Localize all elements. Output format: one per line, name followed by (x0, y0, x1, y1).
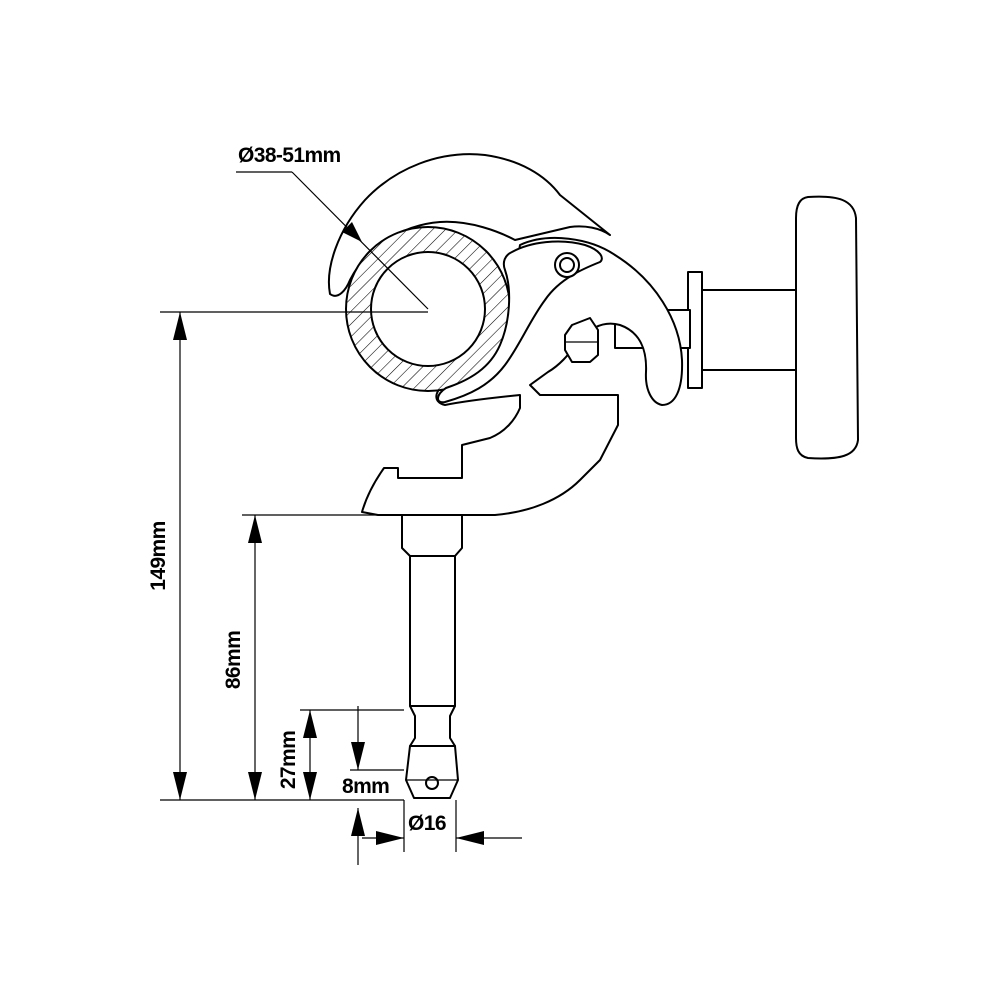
lower-spigot-dimension: 27mm (277, 710, 317, 800)
spigot-length-label: 86mm (222, 631, 245, 689)
pivot-bolt (554, 252, 580, 278)
knob-washer (687, 271, 703, 389)
knob-stem (699, 289, 801, 371)
spigot-length-dimension: 86mm (222, 515, 262, 800)
clamp-illustration (328, 153, 859, 799)
clamp-body (361, 236, 684, 516)
dimensions: Ø38-51mm 149mm 86mm 27mm (147, 144, 522, 865)
spigot-shaft (409, 555, 456, 707)
spigot-hole (425, 776, 439, 790)
spigot-collar (401, 514, 463, 557)
tip-length-dimension: 8mm (342, 706, 404, 865)
knob-grip (795, 195, 859, 460)
spigot-tip (405, 745, 459, 799)
jaw-front (437, 240, 603, 404)
lower-spigot-label: 27mm (277, 731, 300, 789)
hex-nut (564, 317, 599, 363)
total-height-label: 149mm (147, 521, 170, 590)
tube-diameter-label: Ø38-51mm (238, 144, 341, 167)
spigot-diameter-label: Ø16 (408, 812, 446, 835)
knob (687, 195, 859, 460)
total-height-dimension: 149mm (147, 312, 187, 800)
spigot (401, 514, 463, 799)
tube-diameter-dimension: Ø38-51mm (236, 144, 429, 310)
spigot-neck (409, 705, 456, 747)
tip-length-label: 8mm (342, 775, 389, 798)
spigot-diameter-dimension: Ø16 (362, 800, 522, 852)
